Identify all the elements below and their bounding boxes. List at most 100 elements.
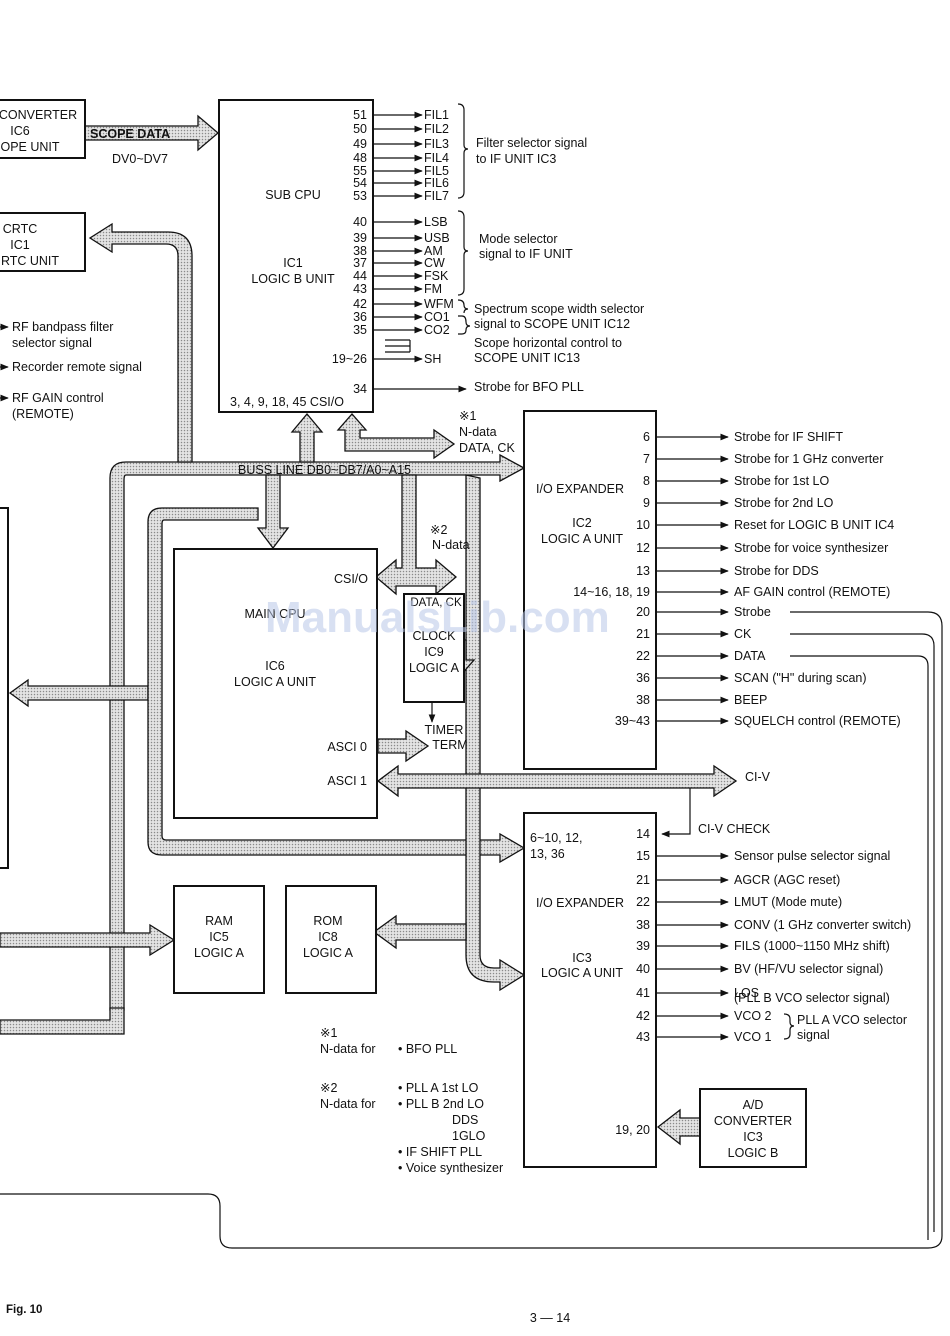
ic3-pin-label: CONV (1 GHz converter switch) — [734, 918, 911, 932]
svg-text:1GLO: 1GLO — [452, 1129, 486, 1143]
ic2-pin-label: Strobe — [734, 605, 771, 619]
svg-text:CRTC: CRTC — [3, 222, 38, 236]
svg-text:LOGIC A UNIT: LOGIC A UNIT — [541, 532, 623, 546]
ic2-pin-label: SCAN ("H" during scan) — [734, 671, 867, 685]
svg-text:LOGIC B: LOGIC B — [728, 1146, 779, 1160]
rom-label: ROM IC8 LOGIC A — [303, 914, 354, 960]
ic2-pin-label: Reset for LOGIC B UNIT IC4 — [734, 518, 894, 532]
left-signals: RF bandpass filter selector signal Recor… — [0, 320, 142, 421]
sub-cpu-pin-number: 48 — [353, 151, 367, 165]
svg-text:• IF SHIFT PLL: • IF SHIFT PLL — [398, 1145, 482, 1159]
svg-text:• PLL B 2nd LO: • PLL B 2nd LO — [398, 1097, 484, 1111]
timer-term-label: TIMER TERM — [425, 723, 468, 752]
svg-text:LOGIC A UNIT: LOGIC A UNIT — [234, 675, 316, 689]
ic2-label: I/O EXPANDER IC2 LOGIC A UNIT — [536, 482, 624, 546]
svg-text:TIMER: TIMER — [425, 723, 464, 737]
sub-cpu-pin-number: 40 — [353, 215, 367, 229]
ic2-box — [523, 410, 657, 770]
sub-cpu-pin-number: 55 — [353, 164, 367, 178]
ic3-pin-number: 14 — [636, 827, 650, 841]
clock-ic9-label: DATA, CK CLOCK IC9 LOGIC A — [409, 597, 462, 675]
ic2-pin-label: BEEP — [734, 693, 767, 707]
svg-text:※2: ※2 — [430, 523, 447, 537]
ic2-pin-label: AF GAIN control (REMOTE) — [734, 585, 890, 599]
sub-cpu-pin-label: CW — [424, 256, 445, 270]
svg-text:LOGIC A: LOGIC A — [303, 946, 354, 960]
asci0-bus — [377, 729, 430, 763]
svg-text:• Voice synthesizer: • Voice synthesizer — [398, 1161, 503, 1175]
svg-text:RAM: RAM — [205, 914, 233, 928]
sub-cpu-pin-label: FIL3 — [424, 137, 449, 151]
svg-text:I/O EXPANDER: I/O EXPANDER — [536, 896, 624, 910]
sub-cpu-pin-number: 51 — [353, 108, 367, 122]
svg-text:signal to IF UNIT: signal to IF UNIT — [479, 247, 573, 261]
bus-to-ic3 — [465, 474, 526, 992]
sub-cpu-pin-number: 43 — [353, 282, 367, 296]
ic2-pin-number: 7 — [643, 452, 650, 466]
ic2-pin-label: CK — [734, 627, 752, 641]
ic3-label: 6~10, 12, 13, 36 I/O EXPANDER IC3 LOGIC … — [530, 831, 650, 1137]
svg-text:to IF UNIT IC3: to IF UNIT IC3 — [476, 152, 556, 166]
svg-text:signal: signal — [797, 1028, 830, 1042]
sub-cpu-brackets — [457, 103, 471, 335]
svg-text:Recorder remote signal: Recorder remote signal — [12, 360, 142, 374]
ic2-loop-lines — [0, 611, 943, 1249]
svg-text:6~10, 12,: 6~10, 12, — [530, 831, 582, 845]
ic2-pin-number: 38 — [636, 693, 650, 707]
ic2-pin-label: Strobe for IF SHIFT — [734, 430, 843, 444]
scope-data-label: SCOPE DATA — [90, 127, 170, 141]
ic2-pin-number: 13 — [636, 564, 650, 578]
ic2-pin-number: 6 — [643, 430, 650, 444]
svg-text:N-data for: N-data for — [320, 1042, 376, 1056]
sub-cpu-pin-label: FIL4 — [424, 151, 449, 165]
rom-box — [285, 885, 377, 994]
svg-text:ASCI 0: ASCI 0 — [327, 740, 367, 754]
svg-text:IC1: IC1 — [10, 238, 30, 252]
sub-cpu-pin-number: 49 — [353, 137, 367, 151]
svg-text:LOGIC A: LOGIC A — [194, 946, 245, 960]
ic3-pin-number: 22 — [636, 895, 650, 909]
scope-data-sub: DV0~DV7 — [112, 152, 168, 166]
svg-text:(REMOTE): (REMOTE) — [12, 407, 74, 421]
adc-label: A/D CONVERTER IC3 LOGIC B — [714, 1098, 792, 1160]
sub-cpu-pin-number: 39 — [353, 231, 367, 245]
civ-check-label: CI-V CHECK — [698, 822, 771, 836]
crtc-ic1-box — [0, 212, 86, 272]
ic2-pin-number: 20 — [636, 605, 650, 619]
watermark: ManualsLib.com — [265, 593, 610, 642]
ic2-pin-number: 14~16, 18, 19 — [573, 585, 650, 599]
svg-text:MAIN CPU: MAIN CPU — [244, 607, 305, 621]
civ-check-line — [661, 788, 691, 838]
note2-bus — [374, 474, 458, 596]
ic3-pin-number: 42 — [636, 1009, 650, 1023]
svg-text:TERM: TERM — [432, 738, 467, 752]
svg-text:13, 36: 13, 36 — [530, 847, 565, 861]
svg-text:DATA, CK: DATA, CK — [459, 441, 515, 455]
ic3-pin-label: VCO 2 — [734, 1009, 772, 1023]
sub-cpu-pin-label: FIL7 — [424, 189, 449, 203]
figure-label: Fig. 10 — [6, 1304, 42, 1316]
svg-text:※1: ※1 — [320, 1026, 337, 1040]
svg-text:RTC UNIT: RTC UNIT — [1, 254, 59, 268]
svg-text:I/O EXPANDER: I/O EXPANDER — [536, 482, 624, 496]
svg-text:Spectrum scope width selector: Spectrum scope width selector — [474, 302, 644, 316]
svg-text:Scope horizontal control to: Scope horizontal control to — [474, 336, 622, 350]
ic3-pin-label: VCO 1 — [734, 1030, 772, 1044]
sub-cpu-pin-label: FM — [424, 282, 442, 296]
footnote-2: ※2 N-data for • PLL A 1st LO • PLL B 2nd… — [320, 1081, 503, 1175]
svg-text:3, 4, 9, 18, 45 CSI/O: 3, 4, 9, 18, 45 CSI/O — [230, 395, 344, 409]
svg-text:IC9: IC9 — [424, 645, 444, 659]
ic2-pin-label: SQUELCH control (REMOTE) — [734, 714, 901, 728]
svg-text:N-data: N-data — [432, 538, 470, 552]
sub-cpu-pin-label: LSB — [424, 215, 448, 229]
svg-text:CONVERTER: CONVERTER — [0, 108, 77, 122]
sub-cpu-pin-label: FIL6 — [424, 176, 449, 190]
ic2-pin-number: 9 — [643, 496, 650, 510]
bus-lines — [0, 114, 738, 1146]
sub-cpu-pin-label: AM — [424, 244, 443, 258]
ic2-pin-number: 21 — [636, 627, 650, 641]
inner-bus — [147, 507, 526, 864]
